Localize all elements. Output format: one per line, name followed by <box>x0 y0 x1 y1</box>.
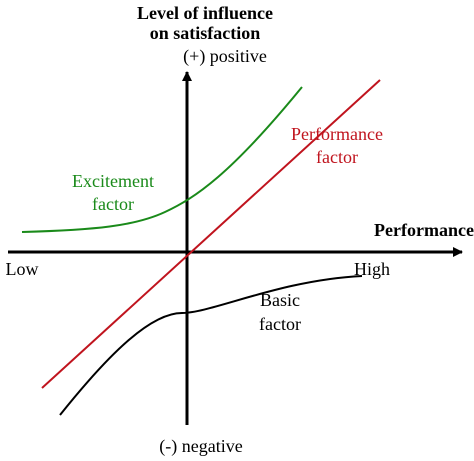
excitement-factor-label-line1: Excitement <box>72 171 154 191</box>
basic-factor-label-line1: Basic <box>260 290 300 310</box>
performance-factor-label-line1: Performance <box>291 124 383 144</box>
excitement-factor-curve <box>21 86 303 233</box>
x-axis-title: Performance <box>374 220 474 240</box>
y-axis-title-line1: Level of influence <box>137 3 273 23</box>
y-axis-positive-label: (+) positive <box>183 46 267 67</box>
y-axis-negative-label: (-) negative <box>159 436 242 457</box>
x-axis-low-label: Low <box>6 259 39 279</box>
performance-factor-line <box>41 79 381 389</box>
y-axis-title-line2: on satisfaction <box>150 23 261 43</box>
performance-factor-label-line2: factor <box>316 147 358 167</box>
basic-factor-curve <box>59 275 363 416</box>
x-axis-high-label: High <box>354 259 390 279</box>
basic-factor-label-line2: factor <box>259 314 301 334</box>
excitement-factor-label-line2: factor <box>92 194 134 214</box>
